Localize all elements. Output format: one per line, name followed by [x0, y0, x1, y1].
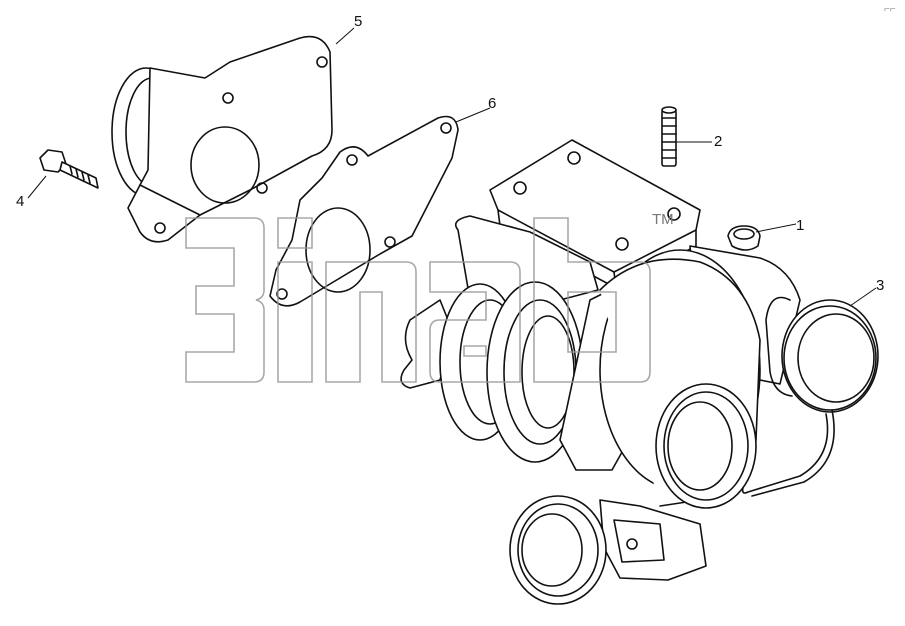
part-4-bolt	[39, 149, 99, 189]
callout-2: 2	[714, 133, 722, 150]
watermark-logo: TM	[185, 211, 674, 383]
callout-3: 3	[876, 277, 884, 294]
callout-6: 6	[488, 95, 496, 112]
callout-5: 5	[354, 13, 362, 30]
part-5-flange-elbow	[111, 35, 333, 243]
callout-4: 4	[16, 193, 24, 210]
corner-mark: ⌐⌐	[884, 4, 896, 15]
part-3-cap	[783, 305, 877, 411]
callouts: 1 2 3 4 5 6	[16, 13, 884, 294]
part-1-nut	[727, 225, 761, 251]
callout-1: 1	[796, 217, 804, 234]
part-6-gasket	[269, 115, 459, 307]
watermark-tm: TM	[652, 211, 674, 228]
part-2-stud	[661, 106, 677, 167]
leader-lines	[27, 27, 877, 307]
